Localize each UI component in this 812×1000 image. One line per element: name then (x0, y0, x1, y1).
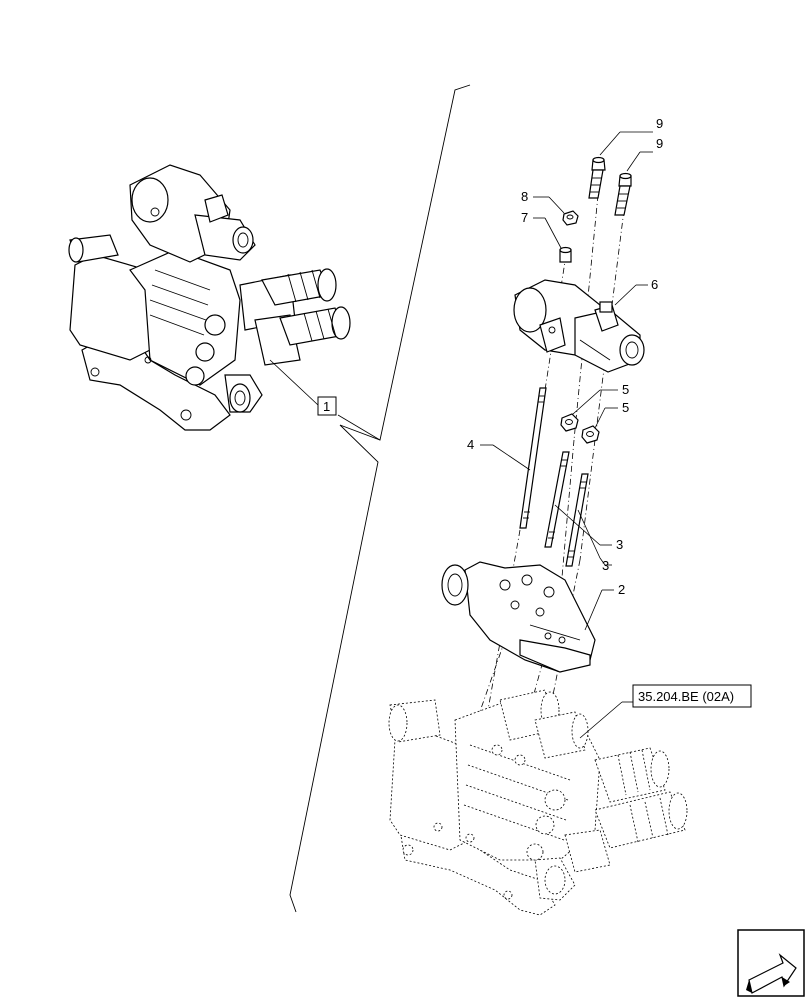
leader-8b (548, 196, 565, 214)
callout-7: 7 (521, 210, 528, 225)
callout-8: 8 (521, 189, 528, 204)
callout-9b: 9 (656, 136, 663, 151)
leader-7b (544, 217, 562, 249)
stud-3b (565, 473, 589, 567)
direction-arrow-icon[interactable] (737, 929, 805, 997)
bolt-9b (614, 172, 632, 216)
leader-3b-h (599, 557, 606, 566)
nut-5b (581, 425, 600, 444)
leader-1 (269, 359, 319, 406)
callout-5a: 5 (622, 382, 629, 397)
callout-3a: 3 (616, 537, 623, 552)
leader-9b (626, 151, 641, 172)
axis-line (579, 439, 596, 561)
leader-9a (599, 131, 621, 156)
axis-line (559, 439, 575, 601)
bolt-9a (588, 156, 606, 199)
reference-label-box (632, 684, 752, 708)
stud-4 (519, 387, 547, 529)
nut-5a (560, 413, 579, 432)
callout-4: 4 (467, 437, 474, 452)
callout-1: 1 (323, 399, 330, 414)
nut-8 (562, 210, 579, 226)
leader-2 (584, 589, 603, 631)
leader-5b (594, 407, 606, 429)
leader-6 (614, 284, 637, 306)
axis-line (469, 639, 506, 741)
leader-3b (577, 509, 601, 559)
solenoid-valve-6 (513, 279, 645, 373)
callout-1-box (317, 396, 337, 416)
leader-4b (492, 444, 531, 471)
axis-line (573, 194, 599, 441)
callout-5b: 5 (622, 400, 629, 415)
callout-9a: 9 (656, 116, 663, 131)
leader-ref (579, 701, 623, 739)
leader-5a (572, 389, 601, 415)
adapter-plate-2 (441, 561, 596, 673)
callout-3b: 3 (602, 558, 609, 573)
section-divider-line (289, 84, 471, 913)
callout-2: 2 (618, 582, 625, 597)
leader-1b (337, 414, 381, 441)
leader-3a (554, 504, 601, 546)
reference-valve-assembly (388, 689, 688, 916)
callout-6: 6 (651, 277, 658, 292)
stud-3a (544, 451, 570, 548)
spacer-7 (559, 246, 572, 263)
overview-valve-assembly (68, 164, 351, 431)
reference-label: 35.204.BE (02A) (638, 689, 734, 704)
